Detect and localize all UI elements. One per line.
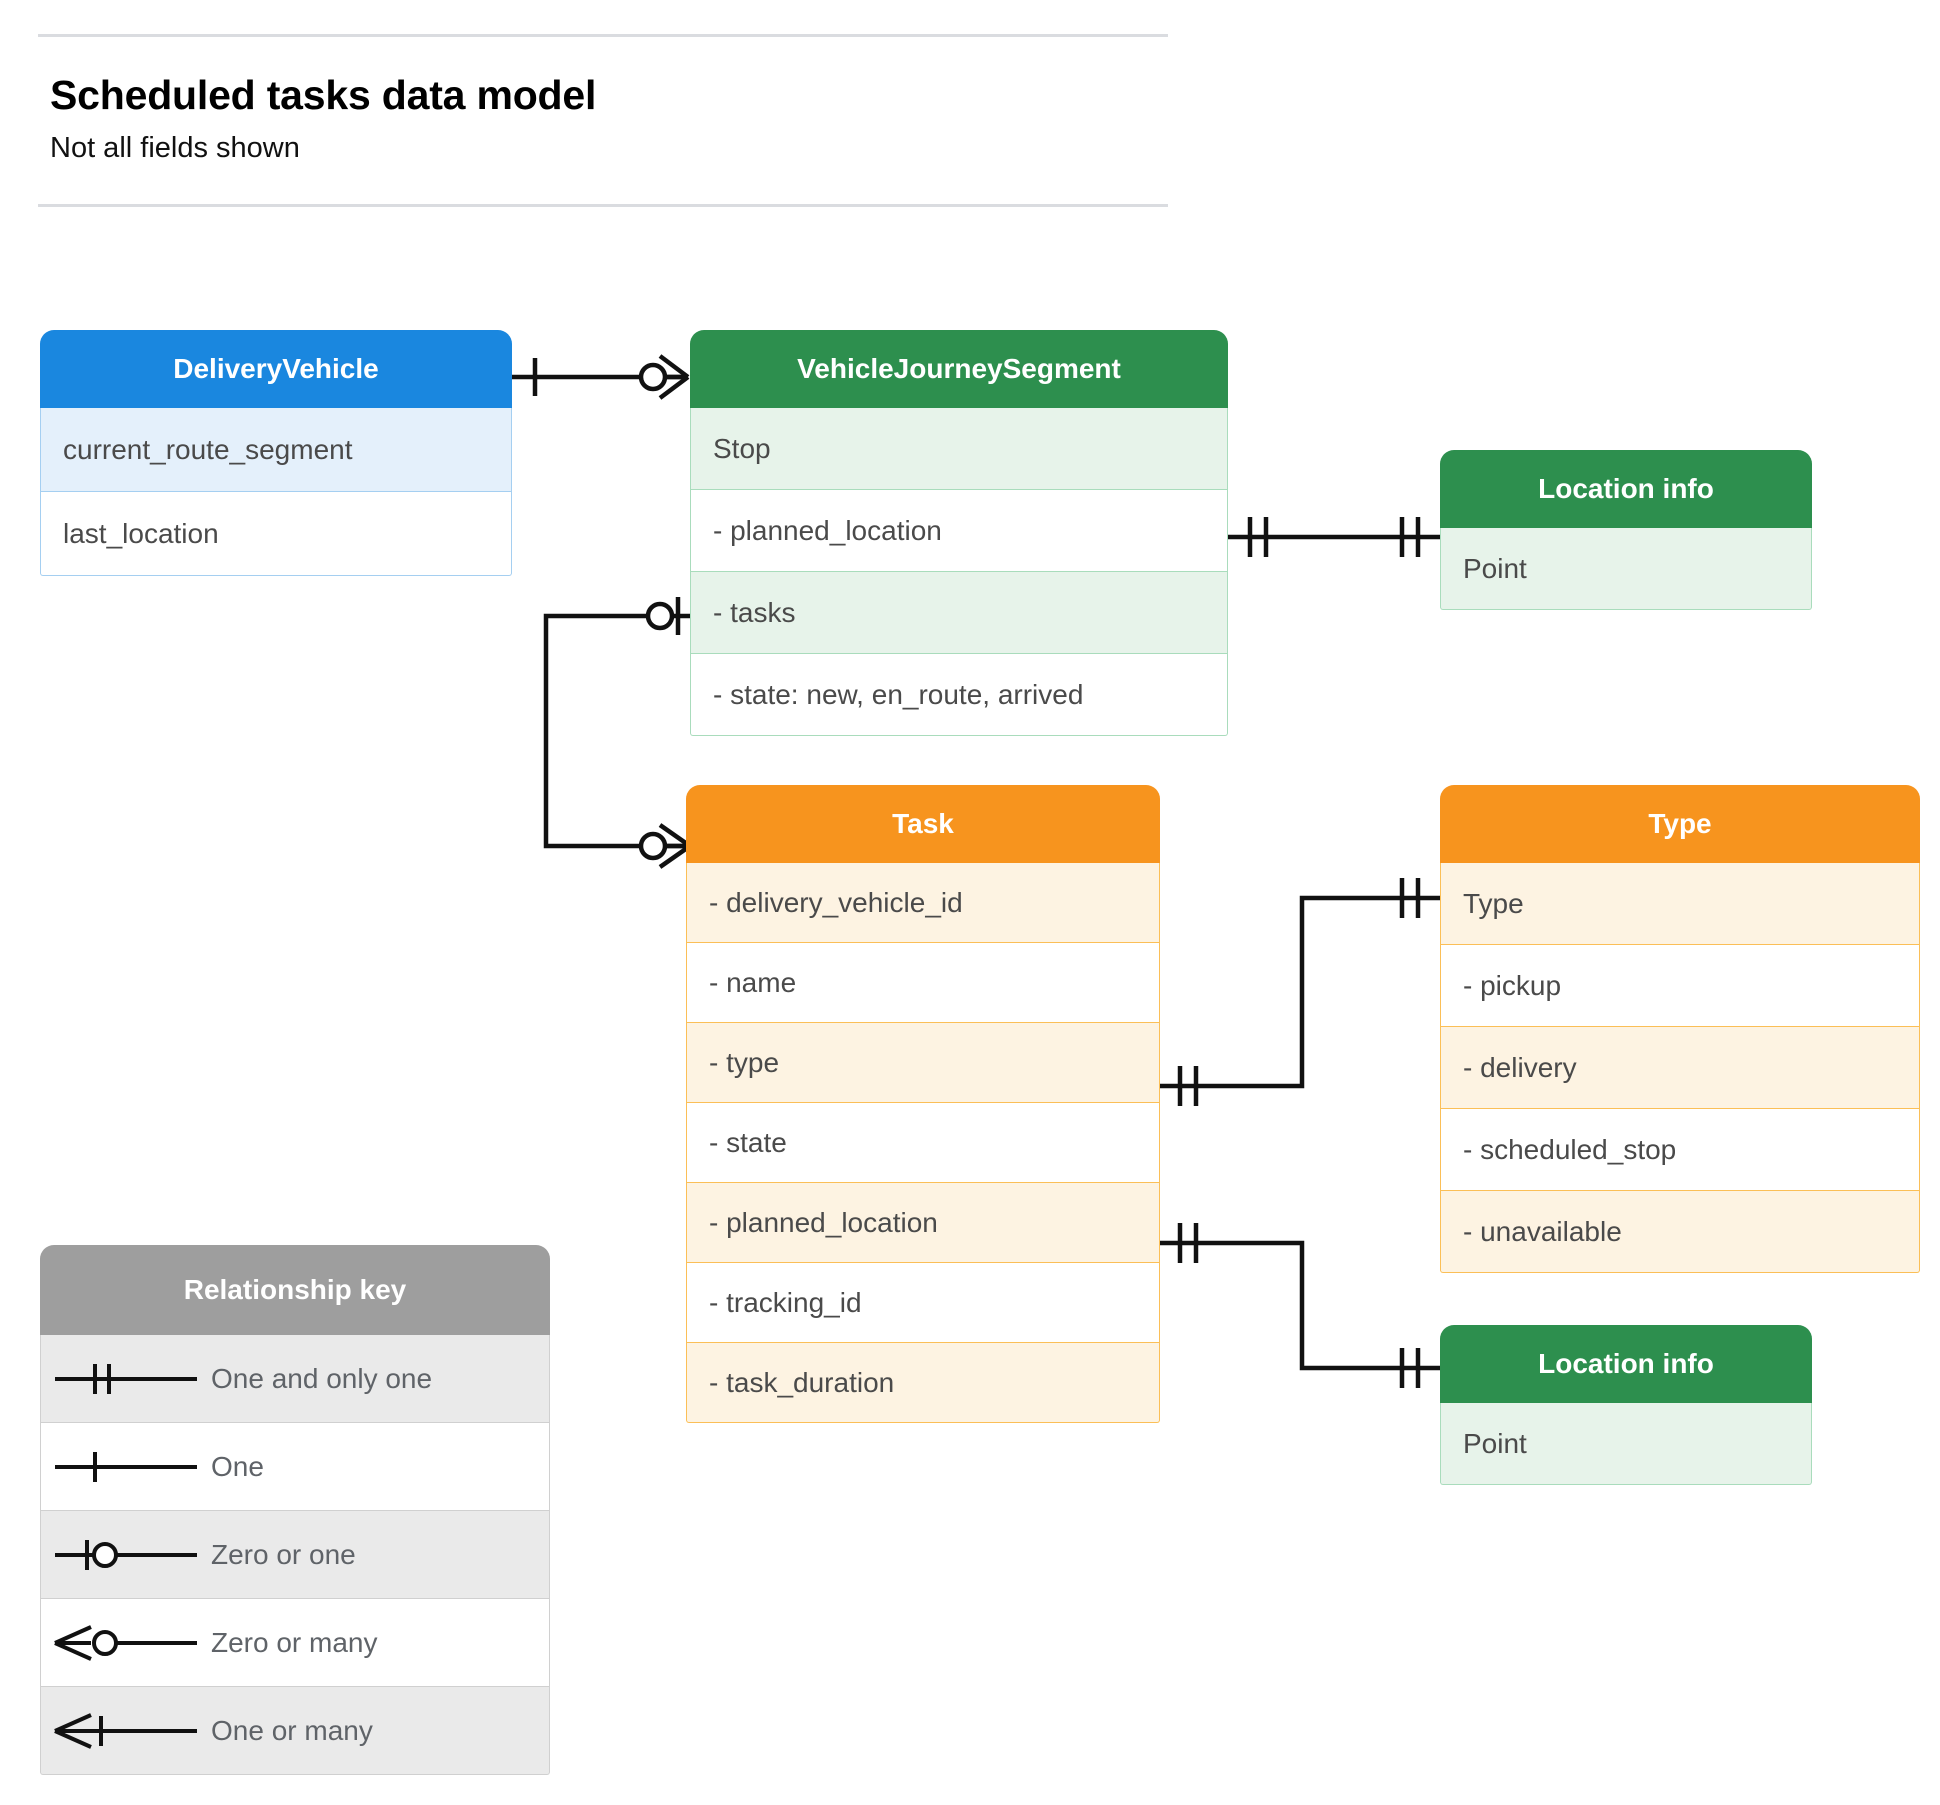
legend-rows: One and only one One — [40, 1335, 550, 1775]
entity-vehicle-journey-segment[interactable]: VehicleJourneySegment Stop - planned_loc… — [690, 330, 1228, 736]
entity-rows-task: - delivery_vehicle_id - name - type - st… — [686, 863, 1160, 1423]
field-row[interactable]: - tasks — [690, 572, 1228, 654]
field-row[interactable]: last_location — [40, 492, 512, 576]
one-or-many-icon — [41, 1711, 211, 1751]
connector-deliveryvehicle-to-journeysegment — [512, 354, 690, 400]
legend-item-label: Zero or many — [211, 1626, 378, 1658]
field-row[interactable]: Stop — [690, 408, 1228, 490]
entity-location-info-top[interactable]: Location info Point — [1440, 450, 1812, 610]
entity-header-location-info-top: Location info — [1440, 450, 1812, 528]
legend-item-one: One — [40, 1423, 550, 1511]
title-divider-top — [38, 34, 1168, 37]
legend-item-label: One or many — [211, 1714, 373, 1746]
legend-relationship-key: Relationship key One and only one — [40, 1245, 550, 1775]
page-title: Scheduled tasks data model — [50, 72, 597, 118]
entity-rows-location-info-top: Point — [1440, 528, 1812, 610]
field-row[interactable]: - pickup — [1440, 945, 1920, 1027]
legend-item-one-or-many: One or many — [40, 1687, 550, 1775]
field-row[interactable]: - type — [686, 1023, 1160, 1103]
zero-or-many-icon — [41, 1623, 211, 1663]
legend-item-zero-or-many: Zero or many — [40, 1599, 550, 1687]
legend-item-label: One and only one — [211, 1362, 433, 1394]
field-row[interactable]: - planned_location — [686, 1183, 1160, 1263]
entity-header-delivery-vehicle: DeliveryVehicle — [40, 330, 512, 408]
legend-title: Relationship key — [40, 1245, 550, 1335]
field-row[interactable]: Point — [1440, 1403, 1812, 1485]
field-row[interactable]: - delivery — [1440, 1027, 1920, 1109]
legend-item-zero-or-one: Zero or one — [40, 1511, 550, 1599]
page-subtitle: Not all fields shown — [50, 132, 300, 164]
title-divider-bottom — [38, 204, 1168, 207]
field-row[interactable]: Point — [1440, 528, 1812, 610]
entity-type[interactable]: Type Type - pickup - delivery - schedule… — [1440, 785, 1920, 1273]
connector-tasktype-to-type — [1160, 878, 1440, 1106]
one-and-only-one-icon — [41, 1359, 211, 1399]
entity-header-task: Task — [686, 785, 1160, 863]
entity-location-info-bottom[interactable]: Location info Point — [1440, 1325, 1812, 1485]
one-icon — [41, 1447, 211, 1487]
entity-rows-vehicle-journey-segment: Stop - planned_location - tasks - state:… — [690, 408, 1228, 736]
field-row[interactable]: - planned_location — [690, 490, 1228, 572]
field-row[interactable]: - state: new, en_route, arrived — [690, 654, 1228, 736]
field-row[interactable]: - name — [686, 943, 1160, 1023]
entity-task[interactable]: Task - delivery_vehicle_id - name - type… — [686, 785, 1160, 1423]
connector-tasks-to-task — [543, 597, 692, 869]
field-row[interactable]: - tracking_id — [686, 1263, 1160, 1343]
legend-item-label: One — [211, 1450, 264, 1482]
zero-or-one-icon — [41, 1535, 211, 1575]
entity-header-location-info-bottom: Location info — [1440, 1325, 1812, 1403]
field-row[interactable]: - unavailable — [1440, 1191, 1920, 1273]
field-row[interactable]: Type — [1440, 863, 1920, 945]
entity-rows-type: Type - pickup - delivery - scheduled_sto… — [1440, 863, 1920, 1273]
field-row[interactable]: - scheduled_stop — [1440, 1109, 1920, 1191]
connector-plannedlocation-to-locationinfo-top — [1228, 517, 1440, 557]
field-row[interactable]: - task_duration — [686, 1343, 1160, 1423]
field-row[interactable]: current_route_segment — [40, 408, 512, 492]
entity-rows-location-info-bottom: Point — [1440, 1403, 1812, 1485]
entity-rows-delivery-vehicle: current_route_segment last_location — [40, 408, 512, 576]
entity-header-vehicle-journey-segment: VehicleJourneySegment — [690, 330, 1228, 408]
connector-taskplannedlocation-to-locationinfo-bottom — [1160, 1223, 1440, 1388]
legend-item-label: Zero or one — [211, 1538, 356, 1570]
entity-header-type: Type — [1440, 785, 1920, 863]
legend-item-one-and-only-one: One and only one — [40, 1335, 550, 1423]
field-row[interactable]: - state — [686, 1103, 1160, 1183]
entity-delivery-vehicle[interactable]: DeliveryVehicle current_route_segment la… — [40, 330, 512, 576]
field-row[interactable]: - delivery_vehicle_id — [686, 863, 1160, 943]
